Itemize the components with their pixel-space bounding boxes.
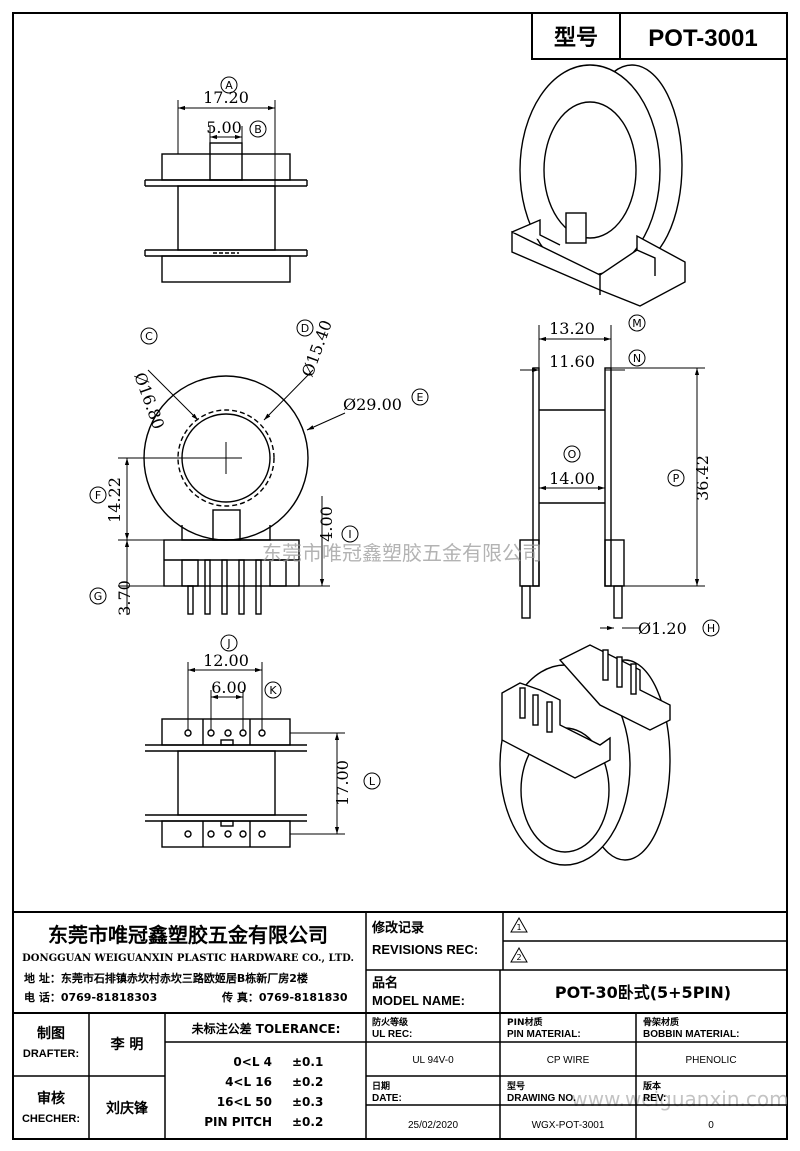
callout-l: L <box>369 775 376 788</box>
drawing-no-value: WGX-POT-3001 <box>532 1120 605 1131</box>
dim-o: 14.00 <box>549 469 595 488</box>
tolerance-value-2: ±0.2 <box>292 1075 323 1089</box>
pin-material-value: CP WIRE <box>547 1055 590 1066</box>
ul-en: UL REC: <box>372 1029 412 1040</box>
dim-b: 5.00 <box>206 118 242 137</box>
checker-cn: 审核 <box>37 1090 65 1107</box>
rev-value: 0 <box>708 1120 714 1131</box>
front-view-dims: Ø16.80 C Ø15.40 D Ø29.00 E 14.22 F 3.70 … <box>89 318 429 616</box>
callout-o: O <box>568 448 577 461</box>
tolerance-title: 未标注公差 TOLERANCE: <box>191 1021 341 1036</box>
drawing-border <box>12 12 788 1140</box>
company-fax: 传 真：0769-8181830 <box>221 990 348 1004</box>
model-name-en: MODEL NAME: <box>372 993 465 1008</box>
dim-j: 12.00 <box>203 651 249 670</box>
callout-h: H <box>707 622 715 635</box>
tolerance-range-4: PIN PITCH <box>204 1115 272 1129</box>
checker-en: CHECHER: <box>22 1113 80 1125</box>
callout-n: N <box>633 352 641 365</box>
dim-a: 17.20 <box>203 88 249 107</box>
callout-c: C <box>145 330 153 343</box>
top-view-dims: 17.20 A 5.00 B <box>177 76 276 186</box>
header-model-value: POT-3001 <box>648 25 757 52</box>
ul-cn: 防火等级 <box>372 1016 409 1028</box>
callout-b: B <box>254 123 262 136</box>
title-block <box>13 911 787 1139</box>
rev-cn: 版本 <box>642 1080 662 1092</box>
company-address: 地 址：东莞市石排镇赤坎村赤坎三路欧姬居B栋新厂房2楼 <box>24 971 308 985</box>
isometric-view-top <box>511 64 686 307</box>
dim-g: 3.70 <box>115 580 134 616</box>
company-phone: 电 话：0769-81818303 <box>24 990 157 1004</box>
dim-m: 13.20 <box>549 319 595 338</box>
tolerance-range-3: 16<L 50 <box>217 1095 272 1109</box>
side-view-dims: 13.20 M 11.60 N O 14.00 36.42 P Ø1.20 H <box>520 314 720 638</box>
revision-2: 2 <box>516 953 521 962</box>
bobbin-material-value: PHENOLIC <box>685 1055 736 1066</box>
revision-1: 1 <box>516 923 521 932</box>
pin-material-cn: PIN材质 <box>507 1016 542 1028</box>
dim-l: 17.00 <box>333 760 352 806</box>
callout-a: A <box>225 79 233 92</box>
revisions-cn: 修改记录 <box>371 920 424 936</box>
model-name-value: POT-30卧式(5+5PIN) <box>555 983 731 1002</box>
date-value: 25/02/2020 <box>408 1120 458 1131</box>
drawing-no-en: DRAWING NO. <box>507 1093 576 1104</box>
model-header: 型号 POT-3001 <box>531 12 788 60</box>
date-cn: 日期 <box>372 1080 390 1092</box>
callout-p: P <box>673 472 680 485</box>
watermark-url: www.weiguanxin.com <box>571 1087 788 1111</box>
watermark-center: 东莞市唯冠鑫塑胶五金有限公司 <box>262 541 542 565</box>
bottom-view <box>145 718 307 848</box>
dim-h: Ø1.20 <box>638 619 687 638</box>
dim-f: 14.22 <box>105 477 124 523</box>
tolerance-range-1: 0<L 4 <box>233 1055 272 1069</box>
callout-f: F <box>95 489 101 502</box>
title-block-text: 东莞市唯冠鑫塑胶五金有限公司 DONGGUAN WEIGUANXIN PLAST… <box>22 916 739 1131</box>
dim-c: Ø16.80 <box>130 370 168 432</box>
tolerance-range-2: 4<L 16 <box>225 1075 272 1089</box>
pin-material-en: PIN MATERIAL: <box>507 1029 581 1040</box>
model-name-cn: 品名 <box>372 975 398 991</box>
tolerance-value-3: ±0.3 <box>292 1095 323 1109</box>
drafter-name: 李 明 <box>110 1036 144 1053</box>
ul-value: UL 94V-0 <box>412 1055 454 1066</box>
front-view <box>143 375 309 615</box>
revisions-en: REVISIONS REC: <box>372 942 478 957</box>
callout-i: I <box>348 528 351 541</box>
bobbin-material-en: BOBBIN MATERIAL: <box>643 1029 739 1040</box>
side-view <box>519 367 625 619</box>
dim-p: 36.42 <box>693 455 712 501</box>
dim-n: 11.60 <box>549 352 595 371</box>
callout-k: K <box>269 684 277 697</box>
isometric-view-bottom <box>499 644 671 866</box>
top-view <box>144 142 308 283</box>
header-model-label: 型号 <box>554 26 598 51</box>
callout-g: G <box>94 590 103 603</box>
tolerance-value-4: ±0.2 <box>292 1115 323 1129</box>
callout-j: J <box>226 637 230 650</box>
drawing-no-cn: 型号 <box>507 1080 525 1092</box>
company-en: DONGGUAN WEIGUANXIN PLASTIC HARDWARE CO.… <box>22 953 354 964</box>
tolerance-value-1: ±0.1 <box>292 1055 323 1069</box>
callout-d: D <box>301 322 309 335</box>
callout-e: E <box>417 391 424 404</box>
company-cn: 东莞市唯冠鑫塑胶五金有限公司 <box>48 923 328 947</box>
bobbin-material-cn: 骨架材质 <box>643 1016 679 1028</box>
bottom-view-dims: 12.00 J 6.00 K 17.00 L <box>187 634 381 835</box>
date-en: DATE: <box>372 1093 402 1104</box>
dim-k: 6.00 <box>211 678 247 697</box>
drafter-en: DRAFTER: <box>23 1048 79 1060</box>
rev-en: REV: <box>643 1093 666 1104</box>
dim-e: Ø29.00 <box>343 395 402 414</box>
checker-name: 刘庆锋 <box>106 1100 149 1117</box>
drafter-cn: 制图 <box>37 1025 65 1042</box>
callout-m: M <box>632 317 642 330</box>
dim-i: 4.00 <box>317 506 336 542</box>
